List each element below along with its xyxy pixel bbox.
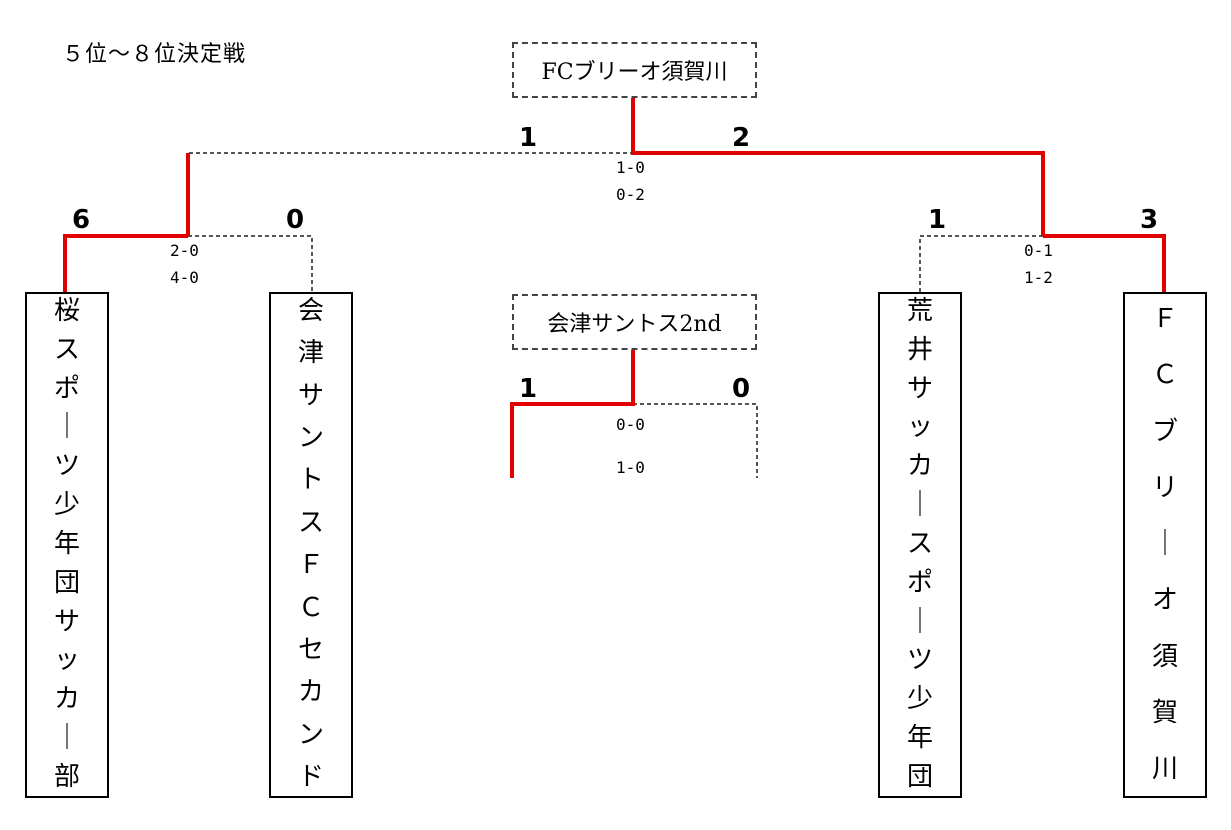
loser-line-7th-right <box>633 403 758 478</box>
team-name-char: ト <box>297 465 324 496</box>
team-name-char: サ <box>906 373 933 404</box>
team-name-char: カ <box>53 684 80 715</box>
score-fc-brio: 3 <box>1140 205 1159 235</box>
set-score-7th-2: 1-0 <box>616 458 645 477</box>
score-final-right: 2 <box>732 123 751 153</box>
score-7th-right: 0 <box>732 374 751 404</box>
team-name-char: 荒 <box>906 296 933 326</box>
set-score-semi-right-2: 1-2 <box>1024 268 1053 287</box>
loser-line-final-left <box>187 152 633 236</box>
team-name-char: 部 <box>53 761 80 792</box>
team-name-char: ブ <box>1151 416 1178 447</box>
page-title: ５位～８位決定戦 <box>62 42 247 67</box>
team-name-char: サ <box>297 380 324 411</box>
team-name-char: ス <box>906 528 933 559</box>
team-name-char: セ <box>297 634 324 665</box>
team-name-char: 少 <box>906 684 933 715</box>
set-score-final-1: 1-0 <box>616 158 645 177</box>
team-name-char: カ <box>906 451 933 482</box>
score-arai: 1 <box>928 205 947 235</box>
team-name-char: ポ <box>53 373 80 404</box>
set-score-semi-left-2: 4-0 <box>170 268 199 287</box>
team-name-char: Ｃ <box>1151 360 1178 391</box>
team-name-char: 会 <box>297 296 324 326</box>
team-name-char: ド <box>297 761 324 792</box>
team-name-char: ｜ <box>53 723 80 754</box>
team-name-char: ｜ <box>1151 529 1178 559</box>
team-name-char: カ <box>297 677 324 708</box>
team-name-char: ｜ <box>906 490 933 521</box>
winner-line-7th-left <box>510 350 635 478</box>
team-name-char: オ <box>1151 585 1178 616</box>
set-score-semi-right-1: 0-1 <box>1024 241 1053 260</box>
winner-line-fc-brio <box>1043 234 1166 292</box>
score-final-left: 1 <box>519 123 538 153</box>
set-score-7th-1: 0-0 <box>616 415 645 434</box>
team-name-char: 川 <box>1151 754 1178 784</box>
team-box-sakura: 桜スポ ｜ ツ少年団サッカ ｜ 部 <box>25 292 109 798</box>
team-name-char: 年 <box>906 723 933 754</box>
team-name-char: 少 <box>53 490 80 521</box>
team-name-char: 団 <box>53 567 80 598</box>
team-name-char: 須 <box>1151 641 1178 672</box>
set-score-semi-left-1: 2-0 <box>170 241 199 260</box>
seventh-place-team-label: 会津サントス2nd <box>547 312 722 337</box>
team-name-char: サ <box>53 606 80 637</box>
team-name-char: Ｆ <box>1151 304 1178 334</box>
set-score-final-2: 0-2 <box>616 185 645 204</box>
team-name-char: ン <box>297 423 324 454</box>
score-7th-left: 1 <box>519 374 538 404</box>
team-name-char: ッ <box>906 412 933 443</box>
team-name-char: ツ <box>53 451 80 482</box>
seventh-place-result-box: 会津サントス2nd <box>512 294 757 350</box>
team-name-char: ツ <box>906 645 933 676</box>
fifth-place-result-box: FCブリーオ須賀川 <box>512 42 757 98</box>
team-name-char: ン <box>297 719 324 750</box>
team-name-char: 年 <box>53 528 80 559</box>
team-name-char: ス <box>297 507 324 538</box>
team-name-char: 桜 <box>53 296 80 326</box>
team-name-char: ッ <box>53 645 80 676</box>
winner-line-final-right <box>631 96 1045 236</box>
team-name-char: 井 <box>906 334 933 365</box>
team-name-char: ポ <box>906 567 933 598</box>
team-name-char: リ <box>1151 472 1178 503</box>
team-name-char: Ｆ <box>297 550 324 581</box>
team-name-char: ｜ <box>53 412 80 443</box>
team-name-char: 団 <box>906 761 933 792</box>
loser-line-aizu-fc <box>188 235 313 292</box>
loser-line-arai <box>919 235 1043 292</box>
team-name-char: 賀 <box>1151 697 1178 728</box>
team-name-char: Ｃ <box>297 592 324 623</box>
score-sakura: 6 <box>72 205 91 235</box>
team-box-arai: 荒井サッカ ｜ スポ ｜ ツ少年団 <box>878 292 962 798</box>
team-name-char: ス <box>53 334 80 365</box>
score-aizu-fc: 0 <box>286 205 305 235</box>
fifth-place-team-label: FCブリーオ須賀川 <box>541 60 728 85</box>
winner-line-sakura <box>63 234 188 292</box>
team-name-char: 津 <box>297 338 324 369</box>
team-name-char: ｜ <box>906 606 933 637</box>
